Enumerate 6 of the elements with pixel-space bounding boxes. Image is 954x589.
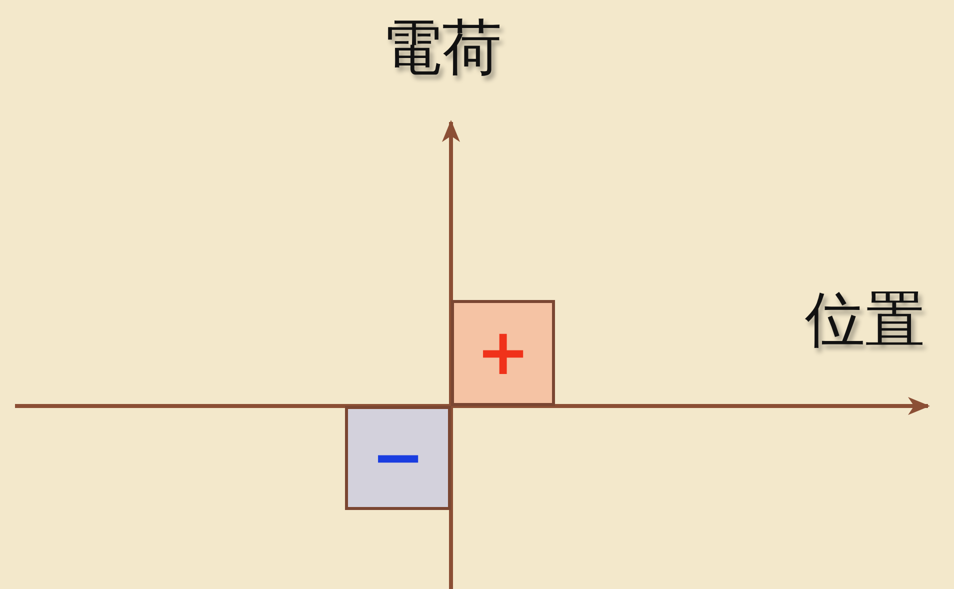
plus-sign: +: [476, 321, 530, 385]
positive-charge-box: [451, 300, 555, 406]
minus-sign: −: [371, 426, 425, 490]
axis-label: 電荷: [382, 18, 502, 78]
axis-label: 位置: [805, 290, 925, 350]
negative-charge-box: [345, 406, 451, 510]
